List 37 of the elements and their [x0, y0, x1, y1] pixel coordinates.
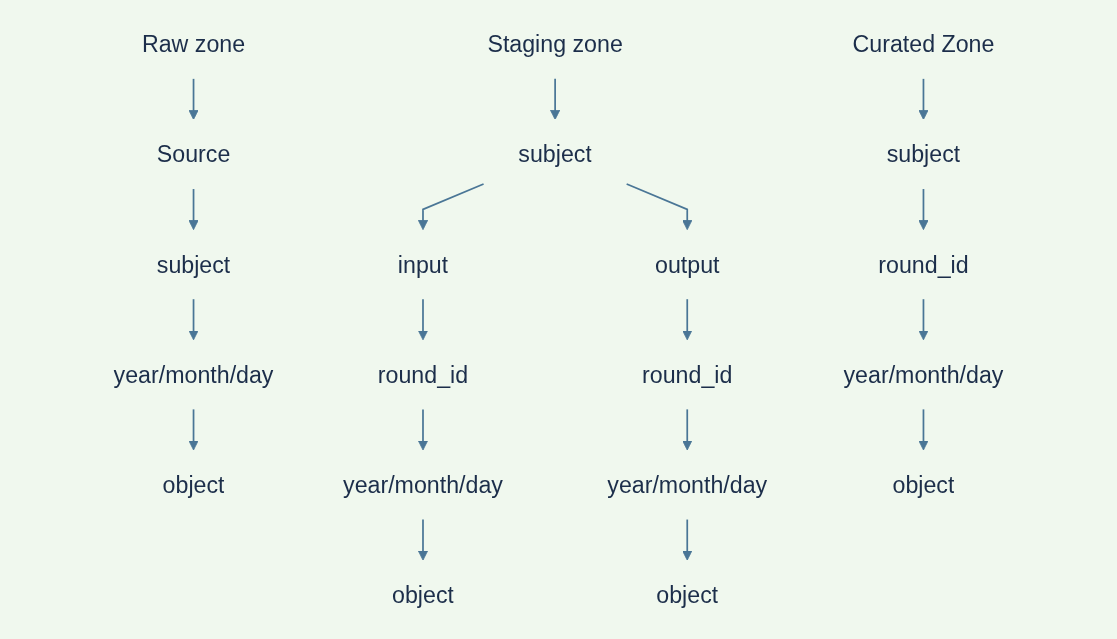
node-text: Raw zone — [141, 31, 246, 57]
node-text: year/month/day — [113, 361, 274, 388]
node-text: Curated Zone — [852, 31, 995, 57]
node-text: round_id — [878, 251, 969, 278]
node-text: year/month/day — [607, 472, 768, 498]
arrow — [918, 298, 929, 341]
node-text: year/month/day — [843, 361, 1004, 388]
arrow — [682, 408, 693, 451]
arrow — [682, 298, 693, 341]
node-text: subject — [886, 141, 961, 167]
node-text: subject — [518, 141, 592, 167]
node-text: Staging zone — [487, 31, 623, 57]
arrow — [918, 408, 929, 451]
node-text: round_id — [642, 361, 733, 388]
arrow — [550, 78, 561, 120]
arrow — [188, 188, 199, 231]
arrow — [682, 518, 693, 561]
arrow — [417, 518, 429, 561]
node-text: round_id — [377, 361, 469, 388]
node-text: Source — [156, 141, 231, 167]
arrow — [918, 188, 929, 231]
node-text: object — [892, 472, 955, 498]
node-text: input — [397, 251, 449, 278]
arrow — [188, 298, 199, 341]
arrow — [918, 78, 929, 120]
arrow — [188, 408, 199, 451]
arrow — [625, 183, 693, 231]
node-text: object — [392, 582, 454, 608]
node-text: subject — [156, 251, 231, 278]
node-text: object — [656, 582, 719, 608]
node-text: object — [162, 472, 225, 498]
node-text: year/month/day — [343, 472, 503, 498]
node-text: output — [654, 251, 720, 278]
arrow — [417, 408, 429, 451]
arrow — [417, 298, 429, 341]
arrow — [417, 183, 485, 231]
arrow — [188, 78, 199, 120]
